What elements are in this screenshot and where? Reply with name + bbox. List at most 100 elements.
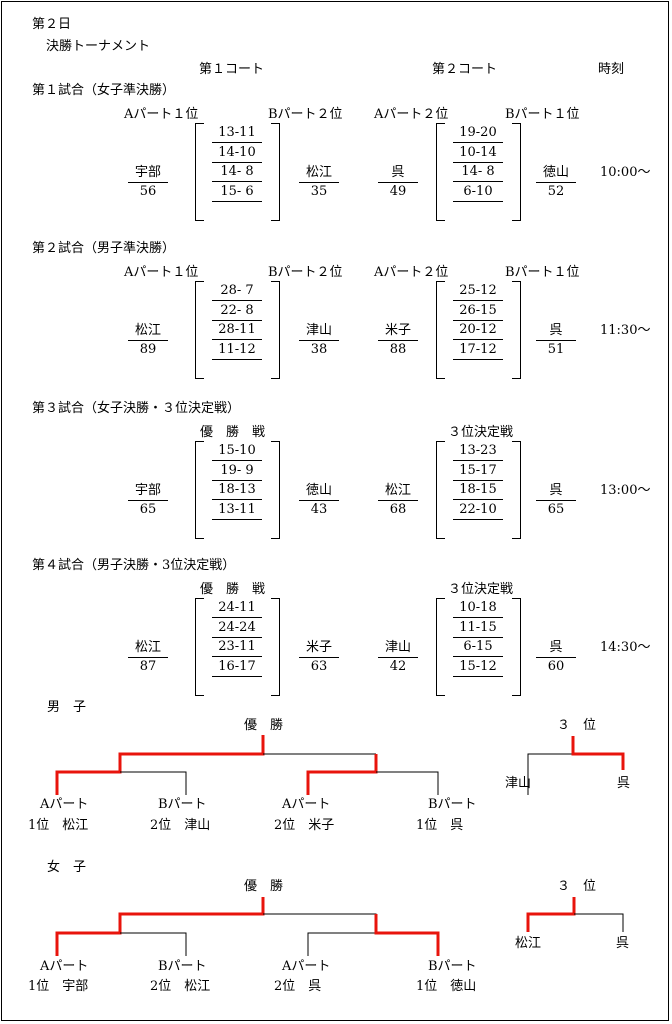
court2-left-total-score: 88 (389, 342, 407, 357)
court1-set-score: 19- 9 (220, 462, 254, 478)
court2-left-bracket (436, 123, 445, 221)
score-underline (212, 319, 262, 321)
score-underline (453, 339, 503, 340)
court1-left-bracket (195, 281, 204, 379)
score-underline (212, 518, 262, 520)
court1-right-total-score: 38 (310, 342, 328, 357)
score-underline (212, 142, 262, 143)
court1-set-score: 22- 8 (220, 302, 254, 318)
court1-left-team-name: 松江 (134, 640, 161, 655)
court1-set-score: 28-11 (218, 322, 256, 337)
men-winner-path (55, 735, 265, 795)
time-header: 時刻 (598, 62, 625, 77)
score-underline (212, 339, 262, 340)
court1-set-score: 16-17 (218, 658, 256, 674)
court2-game-label: ３位決定戦 (448, 582, 514, 597)
women-winner-path (55, 897, 265, 956)
court1-set-score: 24-24 (218, 619, 256, 635)
match-time: 10:00～ (600, 165, 651, 180)
men-line-b2 (120, 771, 187, 795)
court1-right-team-name: 米子 (305, 640, 332, 655)
court1-right-total-score: 43 (310, 502, 328, 517)
match-title: 第３試合（女子決勝・３位決定戦） (32, 401, 241, 416)
court1-set-score: 11-12 (218, 341, 256, 357)
court2-left-total-score: 68 (389, 502, 407, 517)
court1-set-score: 24-11 (218, 600, 256, 615)
court1-right-total-score: 35 (310, 184, 328, 199)
match-time: 11:30～ (600, 323, 651, 338)
court2-right-team-name: 呉 (549, 323, 563, 338)
court1-left-total-score: 65 (139, 502, 157, 517)
court1-set-score: 15-10 (218, 443, 256, 458)
score-underline (453, 300, 503, 301)
women-bracket-title: 女 子 (47, 860, 87, 875)
court1-set-score: 23-11 (218, 639, 256, 654)
women-third-right-team: 呉 (616, 936, 630, 951)
court1-right-team-name: 徳山 (305, 483, 332, 498)
men-team-rank: 2位 津山 (150, 818, 211, 833)
men-champion-label: 優 勝 (244, 718, 284, 733)
court2-set-score: 14- 8 (461, 164, 495, 179)
court2-left-bracket (436, 441, 445, 539)
court1-right-total-score: 63 (310, 659, 328, 674)
court1-game-label: 優 勝 戦 (200, 425, 266, 440)
team-underline (378, 340, 418, 341)
score-underline (453, 200, 503, 202)
court2-set-score: 17-12 (459, 341, 497, 357)
court2-right-total-score: 65 (547, 502, 565, 517)
men-team-part: Bパート (428, 797, 477, 812)
court1-set-score: 28- 7 (220, 283, 254, 298)
court2-right-team-name: 呉 (549, 640, 563, 655)
day-label: 第２日 (32, 17, 72, 32)
court2-set-score: 18-15 (459, 482, 497, 497)
court2-left-total-score: 42 (389, 659, 407, 674)
score-underline (212, 479, 262, 481)
court2-set-score: 15-17 (459, 462, 497, 478)
court2-right-team-name: 徳山 (542, 165, 569, 180)
men-bracket-title: 男 子 (47, 700, 87, 715)
score-underline (453, 499, 503, 500)
court2-left-team-name: 米子 (384, 323, 411, 338)
court2-set-score: 15-12 (459, 658, 497, 674)
court2-left-seed: Aパート２位 (374, 107, 449, 122)
court2-left-team-name: 呉 (391, 165, 405, 180)
team-underline (299, 500, 339, 501)
court2-set-score: 10-18 (459, 600, 497, 615)
team-underline (378, 182, 418, 183)
score-underline (453, 518, 503, 520)
score-underline (212, 636, 262, 638)
court1-left-total-score: 56 (139, 184, 157, 199)
court2-left-seed: Aパート２位 (374, 265, 449, 280)
men-third-right-team: 呉 (617, 776, 631, 791)
court1-right-bracket (271, 598, 280, 696)
match-time: 14:30～ (600, 640, 651, 655)
court1-set-score: 18-13 (218, 482, 256, 497)
men-third-winner-path (571, 736, 625, 770)
score-underline (453, 142, 503, 143)
court1-right-bracket (271, 441, 280, 539)
score-underline (453, 161, 503, 163)
women-team-part: Bパート (158, 959, 207, 974)
women-team-part: Aパート (40, 959, 89, 974)
court1-left-bracket (195, 441, 204, 539)
men-winner-path-2 (306, 754, 378, 795)
score-underline (453, 675, 503, 677)
court1-left-total-score: 89 (139, 342, 157, 357)
court1-left-seed: Aパート１位 (124, 265, 199, 280)
court1-left-team-name: 宇部 (134, 165, 161, 180)
score-underline (453, 319, 503, 321)
team-underline (378, 500, 418, 501)
women-third-winner-path (526, 897, 576, 932)
women-line-a2 (307, 932, 376, 956)
court1-right-team-name: 松江 (305, 165, 332, 180)
score-underline (453, 617, 503, 618)
court2-left-team-name: 松江 (384, 483, 411, 498)
men-team-rank: 2位 米子 (274, 818, 335, 833)
court1-header: 第１コート (199, 62, 265, 77)
women-semi-right-top (263, 913, 377, 933)
court1-right-bracket (271, 123, 280, 221)
score-underline (453, 656, 503, 657)
team-underline (536, 657, 576, 658)
court1-set-score: 13-11 (218, 501, 256, 517)
